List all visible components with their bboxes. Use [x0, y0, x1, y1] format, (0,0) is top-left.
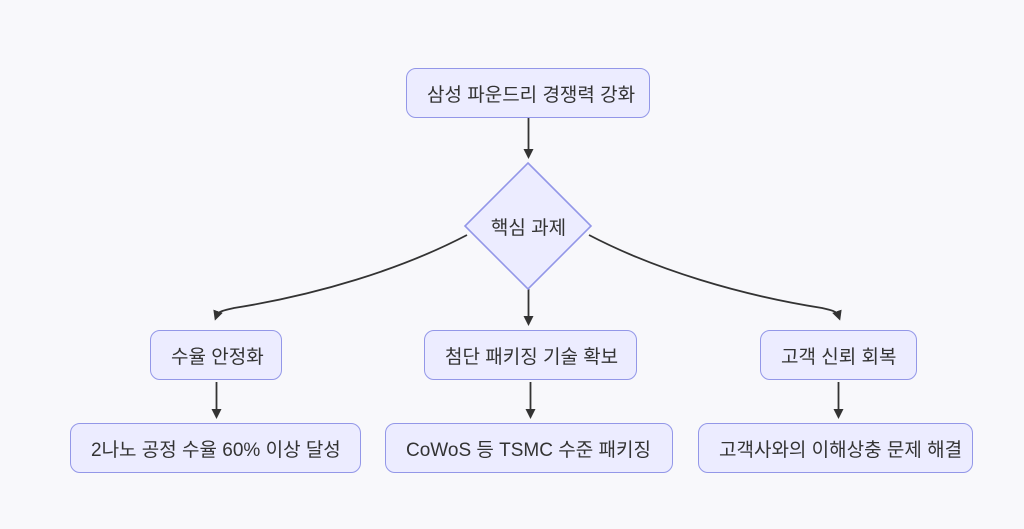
node-root-label: 삼성 파운드리 경쟁력 강화 [427, 84, 636, 106]
decision-diamond-shape [463, 161, 593, 291]
node-branch3-label: 고객 신뢰 회복 [781, 346, 897, 368]
node-branch1: 수율 안정화 [150, 330, 282, 380]
edge-decision-to-branch3 [588, 234, 842, 321]
node-detail1-label: 2나노 공정 수율 60% 이상 달성 [91, 439, 341, 461]
node-decision-label: 핵심 과제 [490, 217, 567, 239]
node-branch2-label: 첨단 패키징 기술 확보 [445, 346, 619, 368]
node-branch3: 고객 신뢰 회복 [760, 330, 917, 380]
node-detail2-label: CoWoS 등 TSMC 수준 패키징 [406, 439, 651, 461]
node-root: 삼성 파운드리 경쟁력 강화 [406, 68, 650, 118]
edge-decision-to-branch1 [213, 234, 468, 321]
node-detail2: CoWoS 등 TSMC 수준 패키징 [385, 423, 673, 473]
node-branch1-label: 수율 안정화 [171, 346, 264, 368]
node-detail3-label: 고객사와의 이해상충 문제 해결 [719, 439, 963, 461]
node-branch2: 첨단 패키징 기술 확보 [424, 330, 637, 380]
node-detail3: 고객사와의 이해상충 문제 해결 [698, 423, 973, 473]
node-detail1: 2나노 공정 수율 60% 이상 달성 [70, 423, 361, 473]
